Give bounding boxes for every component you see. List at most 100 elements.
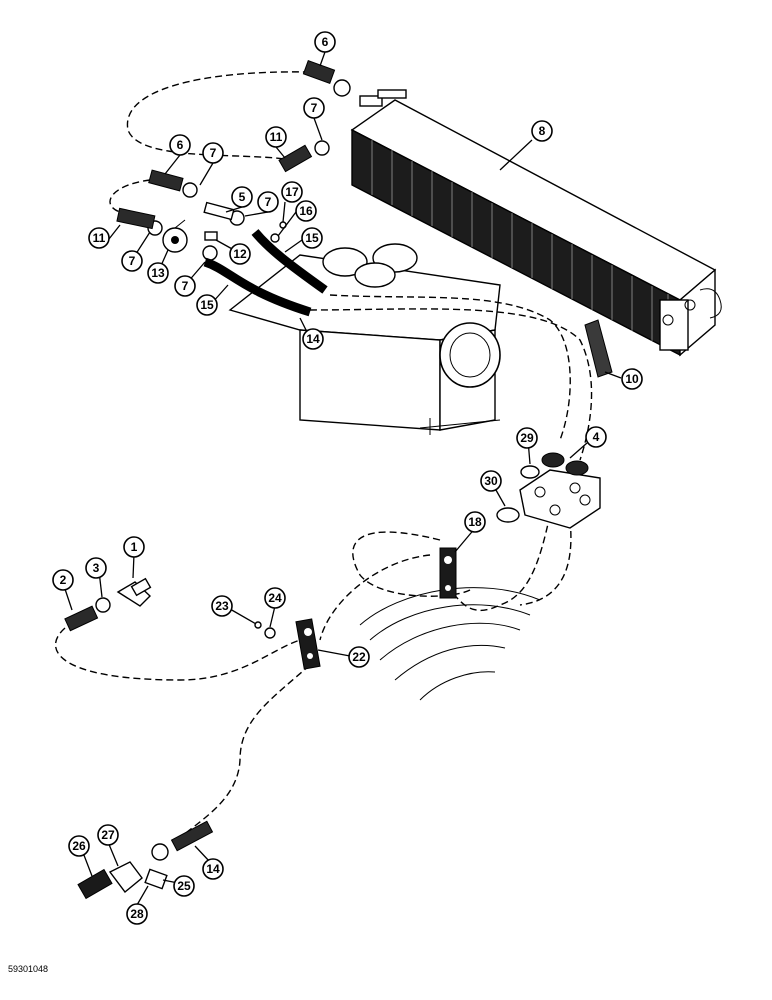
hose-15-lower [203, 257, 312, 317]
svg-text:24: 24 [268, 591, 282, 605]
heater-housing [228, 243, 501, 435]
hose-11-lower [116, 207, 156, 230]
svg-text:7: 7 [311, 101, 318, 115]
hose-11-upper [278, 144, 313, 173]
callout-7-c: 7 [257, 191, 279, 213]
callout-7-b: 7 [202, 142, 224, 164]
callout-26: 26 [68, 835, 90, 857]
tubing-paths [54, 71, 593, 839]
svg-text:26: 26 [72, 839, 86, 853]
callout-15-upper: 15 [301, 227, 323, 249]
mounting-plate [519, 469, 601, 529]
svg-text:7: 7 [129, 254, 136, 268]
callout-11-lower: 11 [88, 227, 110, 249]
callout-8: 8 [531, 120, 553, 142]
callout-15-lower: 15 [196, 294, 218, 316]
svg-text:7: 7 [265, 195, 272, 209]
callout-7-e: 7 [174, 275, 196, 297]
callout-24: 24 [264, 587, 286, 609]
callout-13: 13 [147, 262, 169, 284]
svg-text:23: 23 [215, 599, 229, 613]
hose-6-upper [302, 59, 336, 85]
callout-28: 28 [126, 903, 148, 925]
callout-3: 3 [85, 557, 107, 579]
fitting-12 [204, 231, 218, 241]
grommets-4 [541, 452, 589, 476]
heater-core [350, 89, 722, 357]
svg-text:7: 7 [182, 279, 189, 293]
leader-lines [63, 51, 622, 906]
svg-text:27: 27 [101, 828, 115, 842]
hose-15-upper [251, 229, 328, 294]
svg-text:10: 10 [625, 372, 639, 386]
callout-17: 17 [281, 181, 303, 203]
svg-text:11: 11 [93, 231, 106, 245]
hose-14-lower [170, 820, 214, 852]
svg-text:8: 8 [539, 124, 546, 138]
callout-14-lower: 14 [202, 858, 224, 880]
engine-outline [359, 587, 541, 701]
svg-text:25: 25 [177, 879, 191, 893]
svg-text:3: 3 [93, 561, 100, 575]
clamp-3 [95, 597, 111, 613]
callout-10: 10 [621, 368, 643, 390]
svg-text:2: 2 [60, 573, 67, 587]
svg-text:14: 14 [206, 862, 220, 876]
svg-text:1: 1 [131, 540, 138, 554]
callout-5: 5 [231, 186, 253, 208]
callout-12: 12 [229, 243, 251, 265]
callout-30: 30 [480, 470, 502, 492]
callout-16: 16 [295, 200, 317, 222]
svg-text:18: 18 [468, 515, 482, 529]
svg-text:6: 6 [322, 35, 329, 49]
svg-text:11: 11 [270, 130, 283, 144]
elbow-27 [108, 861, 143, 894]
svg-text:16: 16 [299, 204, 313, 218]
drawing-code: 59301048 [8, 964, 49, 974]
clamp-7-upper [314, 79, 351, 156]
elbow-1 [116, 577, 152, 607]
callout-1: 1 [123, 536, 145, 558]
callout-11-upper: 11 [265, 126, 287, 148]
svg-text:6: 6 [177, 138, 184, 152]
callout-29: 29 [516, 427, 538, 449]
svg-text:15: 15 [200, 298, 214, 312]
valve-26 [77, 868, 113, 900]
svg-text:15: 15 [305, 231, 319, 245]
screw-23-washer-24 [254, 621, 276, 639]
svg-text:29: 29 [520, 431, 534, 445]
callout-25: 25 [173, 875, 195, 897]
clamp-18 [439, 547, 457, 599]
callout-4: 4 [585, 426, 607, 448]
callout-7-upper: 7 [303, 97, 325, 119]
svg-text:12: 12 [233, 247, 247, 261]
svg-text:7: 7 [210, 146, 217, 160]
clamp-bottom [151, 843, 169, 861]
plug-29 [520, 465, 540, 479]
callout-18: 18 [464, 511, 486, 533]
callout-2: 2 [52, 569, 74, 591]
callout-22: 22 [348, 646, 370, 668]
callout-6-upper: 6 [314, 31, 336, 53]
fitting-25 [144, 868, 168, 890]
svg-text:5: 5 [239, 190, 246, 204]
svg-text:14: 14 [306, 332, 320, 346]
callout-14-upper: 14 [302, 328, 324, 350]
svg-text:13: 13 [151, 266, 165, 280]
svg-text:4: 4 [593, 430, 600, 444]
svg-text:30: 30 [484, 474, 498, 488]
clamps-7-lower [147, 182, 245, 261]
fittings-16-17 [270, 221, 287, 243]
plug-30 [496, 507, 520, 523]
svg-text:17: 17 [285, 185, 299, 199]
callout-7-d: 7 [121, 250, 143, 272]
callout-27: 27 [97, 824, 119, 846]
hose-2 [64, 605, 99, 632]
fitting-5 [203, 201, 235, 221]
hose-6-lower [148, 169, 184, 192]
svg-text:22: 22 [352, 650, 366, 664]
callout-23: 23 [211, 595, 233, 617]
callout-6-lower: 6 [169, 134, 191, 156]
valve-13 [162, 219, 188, 253]
